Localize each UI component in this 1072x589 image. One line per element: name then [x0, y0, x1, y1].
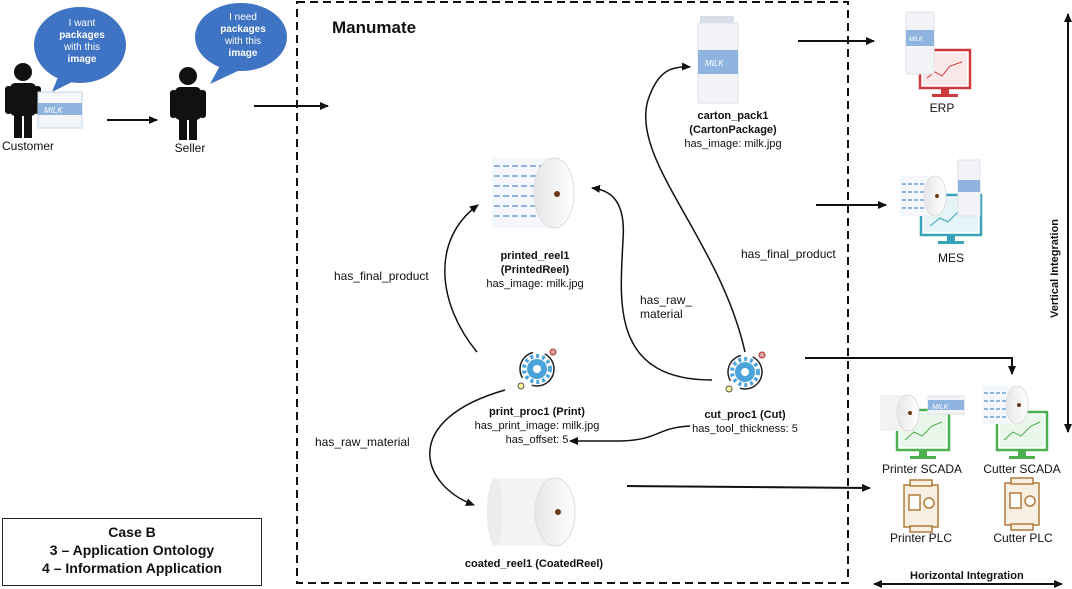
printer-plc-label: Printer PLC — [889, 531, 953, 545]
vertical-integration-label: Vertical Integration — [1049, 218, 1061, 318]
manumate-box — [296, 1, 849, 584]
case-line-3: 4 – Information Application — [42, 560, 222, 576]
cutter-plc-label: Cutter PLC — [993, 531, 1053, 545]
milk-text: MILK — [44, 106, 63, 115]
edge-label-print-raw: has_raw_material — [315, 435, 410, 449]
cut-process-property: has_tool_thickness: 5 — [692, 423, 798, 435]
mes-label: MES — [937, 251, 965, 265]
edge-label-cut-raw-2: material — [640, 307, 683, 321]
print-process-name: print_proc1 (Print) — [489, 406, 585, 418]
seller-label: Seller — [174, 141, 206, 155]
case-line-2: 3 – Application Ontology — [49, 542, 215, 558]
case-box: Case B 3 – Application Ontology 4 – Info… — [2, 518, 262, 586]
cut-final-product-arrow — [645, 62, 746, 353]
printer-scada-label: Printer SCADA — [881, 462, 963, 476]
cut-process-name: cut_proc1 (Cut) — [704, 409, 786, 421]
mes-icon — [900, 159, 983, 244]
edge-label-print-final: has_final_product — [334, 269, 429, 283]
seller-bubble-text: I need packages with this image — [220, 12, 266, 60]
milk-text: MILK — [932, 404, 949, 411]
printed-reel-property: has_image: milk.jpg — [486, 278, 584, 290]
print-process-property-1: has_print_image: milk.jpg — [474, 420, 600, 432]
coated-reel-name: coated_reel1 (CoatedReel) — [464, 558, 604, 570]
customer-bubble-text: I want packages with this image — [59, 18, 105, 66]
bubble-line: with this — [63, 42, 101, 53]
bubble-line-bold: packages — [220, 24, 266, 35]
bubble-line: I want — [68, 18, 96, 29]
carton-pack-name: carton_pack1 — [697, 110, 769, 122]
customer-label: Customer — [1, 139, 55, 153]
printed-reel-icon — [492, 157, 575, 229]
customer-person-icon — [5, 63, 41, 138]
to-cutter-scada-arrow — [805, 357, 1016, 375]
coated-to-printer-arrow — [626, 483, 871, 492]
customer-bubble — [34, 7, 126, 92]
edge-label-cut-raw-1: has_raw_ — [640, 293, 693, 307]
case-line-1: Case B — [108, 524, 156, 540]
carton-pack-icon: MILK — [697, 16, 739, 104]
cutter-scada-icon — [982, 385, 1049, 459]
horizontal-integration-label: Horizontal Integration — [910, 570, 1024, 582]
printed-reel-class: (PrintedReel) — [500, 264, 570, 276]
seller-bubble — [195, 3, 287, 84]
cut-process-gear-icon — [725, 351, 766, 393]
erp-icon: MILK — [905, 11, 972, 97]
printer-scada-icon: MILK — [880, 394, 965, 459]
cut-raw-material-arrow — [591, 184, 713, 381]
manumate-title: Manumate — [332, 18, 417, 37]
cutter-scada-label: Cutter SCADA — [983, 462, 1061, 476]
carton-pack-property: has_image: milk.jpg — [684, 138, 782, 150]
printer-plc-icon — [903, 479, 939, 533]
bubble-line-bold: image — [228, 48, 258, 59]
milk-text: MILK — [909, 37, 924, 43]
cut-to-print-arrow — [569, 425, 691, 445]
cutter-plc-icon — [1004, 477, 1040, 531]
print-process-gear-icon — [517, 348, 557, 390]
milk-text: MILK — [705, 59, 724, 68]
edge-label-cut-final: has_final_product — [741, 247, 836, 261]
bubble-line: with this — [224, 36, 262, 47]
print-final-product-arrow — [444, 204, 479, 353]
printed-reel-name: printed_reel1 — [500, 250, 570, 262]
print-process-property-2: has_offset: 5 — [505, 434, 569, 446]
print-raw-material-arrow — [429, 389, 506, 506]
bubble-line-bold: image — [67, 54, 97, 65]
bubble-line-bold: packages — [59, 30, 105, 41]
bubble-line: I need — [229, 12, 257, 23]
coated-reel-icon — [487, 477, 576, 547]
carton-pack-class: (CartonPackage) — [689, 124, 777, 136]
customer-milk-carton-icon: MILK — [37, 91, 83, 129]
seller-person-icon — [170, 67, 206, 140]
erp-label: ERP — [929, 101, 955, 115]
